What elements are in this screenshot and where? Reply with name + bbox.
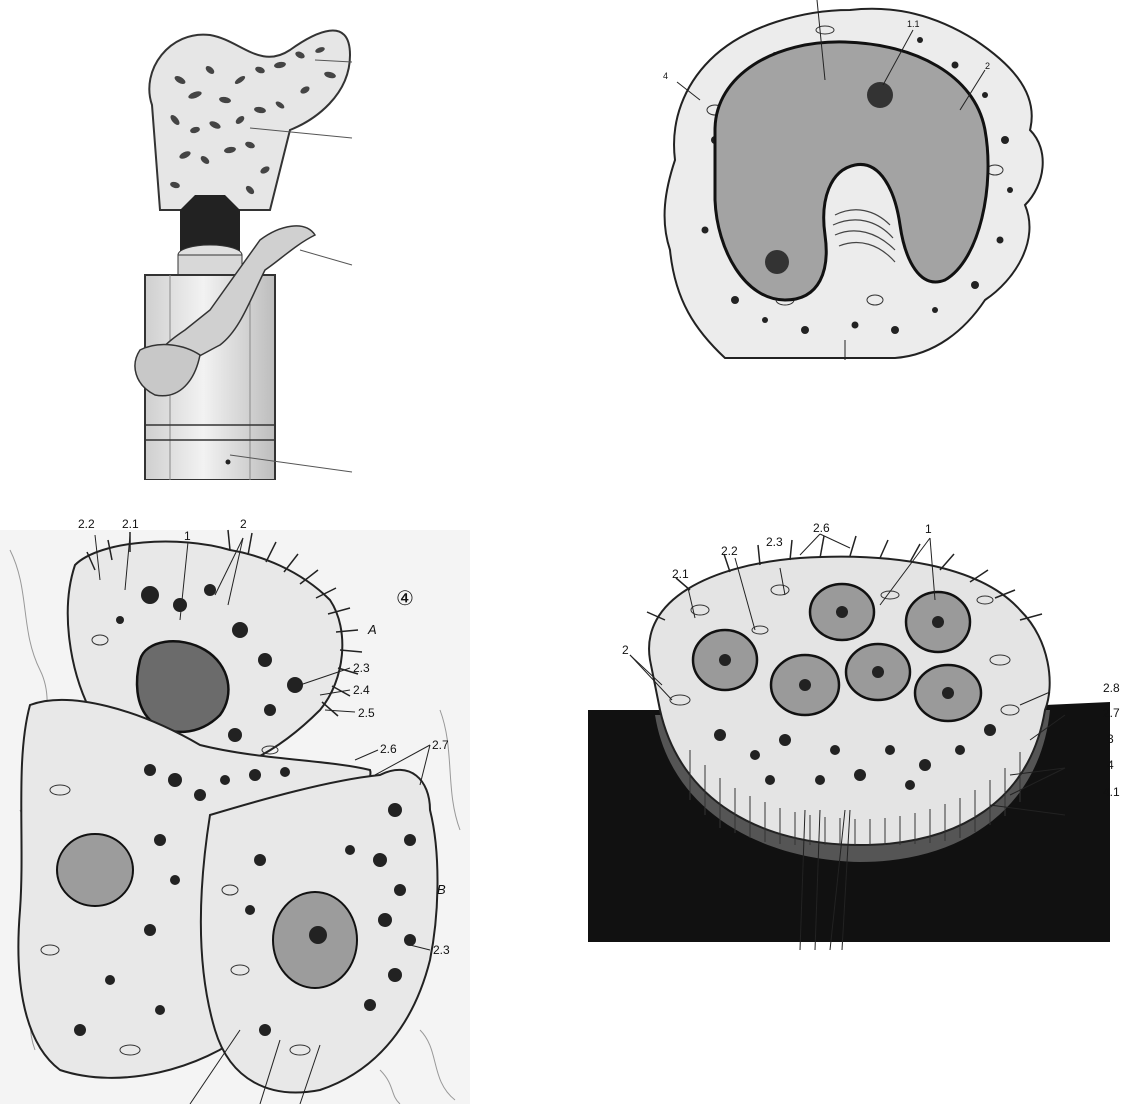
osteoclast-label-1: 1	[925, 523, 932, 535]
nucleolus-top	[867, 82, 893, 108]
osteoclast-drawing	[580, 510, 1134, 950]
monocyte-label-4: 4	[663, 72, 668, 81]
cells-label-1: 1	[184, 530, 191, 542]
osteoclast-label-3: 3	[1107, 733, 1114, 745]
region-b-label: B	[437, 883, 446, 896]
bone-illustration-panel	[100, 10, 360, 480]
osteoclast-label-2-1: 2.1	[672, 568, 689, 580]
cells-label-2: 2	[240, 518, 247, 530]
monocyte-label-2: 2	[985, 62, 990, 71]
long-bone-drawing	[100, 10, 360, 480]
cells-label-2-2: 2.2	[78, 518, 95, 530]
osteoclast-label-2-3: 2.3	[766, 536, 783, 548]
monocyte-label-1-1: 1.1	[907, 20, 920, 29]
cells-label-2-3-top: 2.3	[353, 662, 370, 674]
cells-ab-panel: 2.2 2.1 1 2 A ④ 2.3 2.4 2.5 2.6 2.7 B 2.…	[0, 510, 470, 1104]
cells-label-2-1: 2.1	[122, 518, 139, 530]
osteoclast-panel: 2.6 2.3 2.2 1 2.1 2 2.8 2.7 3 4 4.1	[580, 510, 1134, 950]
cells-label-2-3-bottom: 2.3	[433, 944, 450, 956]
osteoclast-label-2-2: 2.2	[721, 545, 738, 557]
osteoclast-label-4: 4	[1107, 759, 1114, 771]
osteoclast-label-2-6: 2.6	[813, 522, 830, 534]
osteoclast-label-2-7: 2.7	[1103, 707, 1120, 719]
nucleolus-bottom	[765, 250, 789, 274]
cells-label-2-5: 2.5	[358, 707, 375, 719]
osteoclast-label-2: 2	[622, 644, 629, 656]
panel-number-4: ④	[396, 588, 414, 608]
monocyte-panel: 1.1 2 4	[655, 0, 1055, 360]
cells-label-2-7: 2.7	[432, 739, 449, 751]
region-a-label: A	[368, 623, 377, 636]
cells-label-2-4: 2.4	[353, 684, 370, 696]
osteoclast-label-4-1: 4.1	[1103, 786, 1120, 798]
cells-label-2-6: 2.6	[380, 743, 397, 755]
monocyte-drawing	[655, 0, 1055, 360]
osteoclast-label-2-8: 2.8	[1103, 682, 1120, 694]
